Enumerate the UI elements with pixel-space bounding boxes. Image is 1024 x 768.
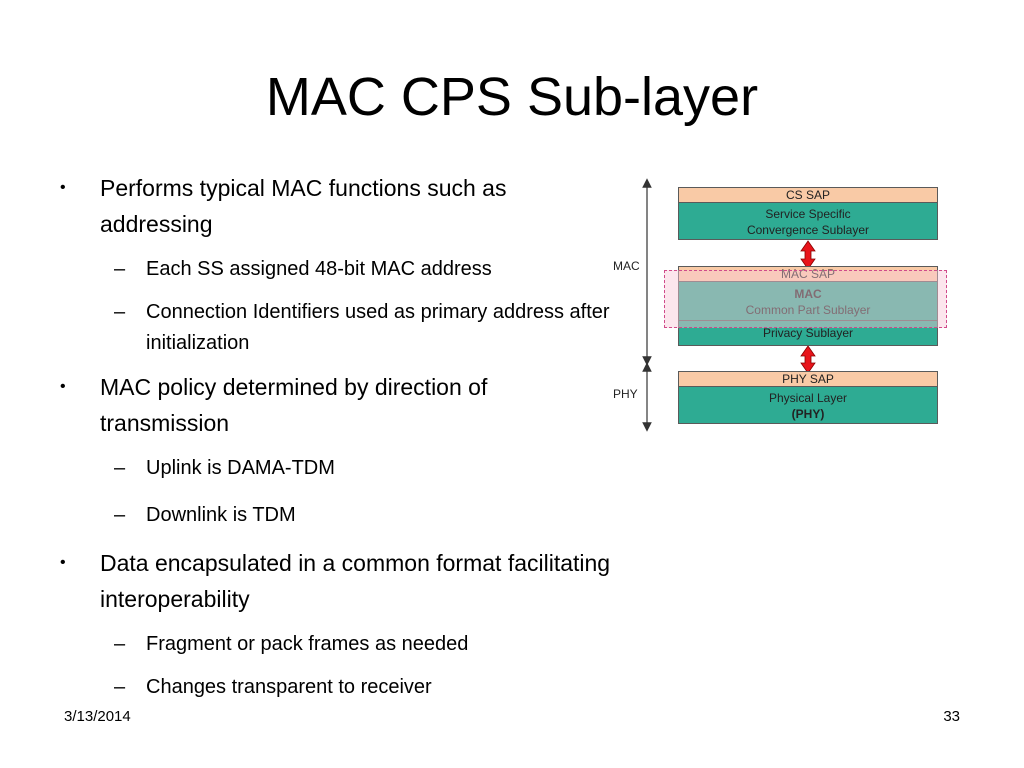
phy-line-2: (PHY) — [791, 407, 825, 421]
cs-sap-box: CS SAP — [678, 187, 938, 203]
mac-side-label: MAC — [613, 259, 640, 273]
bullet-item: • MAC policy determined by direction of … — [58, 369, 618, 441]
privacy-sublayer-box: Privacy Sublayer — [678, 320, 938, 346]
bullet-text: Performs typical MAC functions such as a… — [100, 175, 507, 237]
cps-title: MAC — [794, 287, 822, 301]
protocol-stack-diagram: MAC PHY CS SAP Service Specific Converge… — [600, 175, 960, 435]
mac-link-arrow — [800, 240, 816, 270]
phy-side-label: PHY — [613, 387, 638, 401]
sub-bullet-item: – Changes transparent to receiver — [58, 672, 618, 703]
sub-bullet-text: Connection Identifiers used as primary a… — [146, 301, 610, 354]
bullet-text: Data encapsulated in a common format fac… — [100, 550, 611, 612]
sub-bullet-text: Downlink is TDM — [146, 504, 296, 526]
bullet-item: • Performs typical MAC functions such as… — [58, 170, 618, 242]
phy-line-1: Physical Layer — [768, 391, 848, 405]
bullet-dot: • — [60, 179, 66, 196]
sub-bullet-dash: – — [114, 258, 126, 280]
cs-sublayer-box: Service Specific Convergence Sublayer — [678, 202, 938, 240]
sub-bullet-item: – Each SS assigned 48-bit MAC address — [58, 254, 618, 285]
sub-bullet-item: – Fragment or pack frames as needed — [58, 629, 618, 660]
mac-highlight-region — [664, 270, 947, 328]
bullet-list: • Performs typical MAC functions such as… — [58, 170, 618, 703]
footer-page-number: 33 — [943, 708, 960, 725]
bullet-dot: • — [60, 554, 66, 571]
sub-bullet-dash: – — [114, 457, 126, 479]
cps-line-2: Common Part Sublayer — [745, 303, 871, 317]
sub-bullet-dash: – — [114, 633, 126, 655]
sub-bullet-text: Changes transparent to receiver — [146, 676, 432, 698]
sub-bullet-item: – Connection Identifiers used as primary… — [58, 297, 618, 359]
sub-bullet-text: Fragment or pack frames as needed — [146, 633, 469, 655]
bullet-dot: • — [60, 378, 66, 395]
bullet-item: • Data encapsulated in a common format f… — [58, 545, 618, 617]
cs-line-2: Convergence Sublayer — [746, 223, 870, 237]
sub-bullet-item: – Uplink is DAMA-TDM — [58, 453, 618, 484]
footer-date: 3/13/2014 — [64, 708, 131, 725]
phy-layer-box: Physical Layer (PHY) — [678, 386, 938, 424]
sub-bullet-text: Uplink is DAMA-TDM — [146, 457, 335, 479]
cps-box: MAC Common Part Sublayer — [678, 281, 938, 321]
slide-title: MAC CPS Sub-layer — [265, 67, 759, 127]
sub-bullet-item: – Downlink is TDM — [58, 500, 618, 531]
bullet-text: MAC policy determined by direction of tr… — [100, 374, 488, 436]
sub-bullet-text: Each SS assigned 48-bit MAC address — [146, 258, 492, 280]
sub-bullet-dash: – — [114, 676, 126, 698]
cs-line-1: Service Specific — [765, 207, 851, 221]
phy-sap-box: PHY SAP — [678, 371, 938, 387]
diagram-arrows — [642, 178, 816, 432]
phy-link-arrow — [800, 345, 816, 374]
sub-bullet-dash: – — [114, 301, 126, 323]
sub-bullet-dash: – — [114, 504, 126, 526]
